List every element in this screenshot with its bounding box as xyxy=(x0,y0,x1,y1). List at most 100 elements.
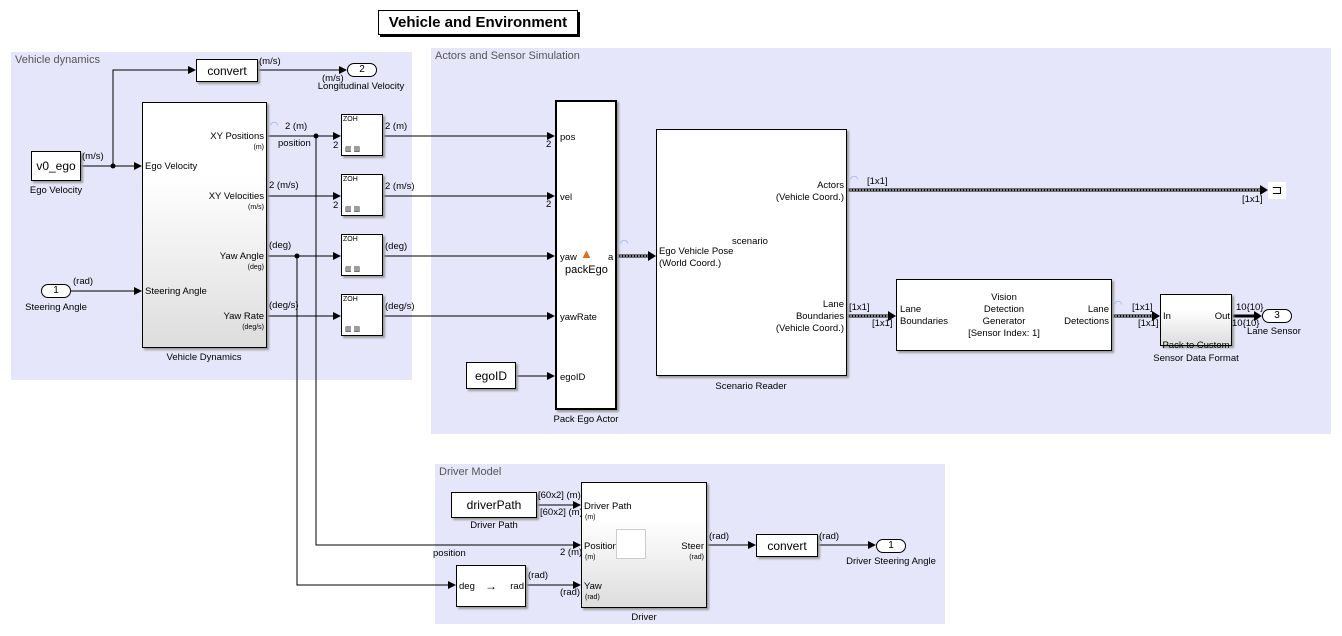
zoh-label: ZOH xyxy=(343,296,358,303)
signal-label: [1x1] xyxy=(872,318,893,329)
port-label: Yaw xyxy=(584,581,602,592)
signal-label: 2 (m/s) xyxy=(385,181,415,192)
scenario-reader-block[interactable]: scenario Ego Vehicle Pose (World Coord.)… xyxy=(656,129,847,376)
port-label: XY Velocities xyxy=(208,191,264,202)
signal-label: (deg) xyxy=(269,240,292,251)
port-label: Steering Angle xyxy=(145,286,207,297)
signal-label: (m/s) xyxy=(82,151,104,162)
zoh-block[interactable]: ZOH ▥ ▥ xyxy=(341,114,383,156)
port-label: Lane xyxy=(822,299,844,310)
port-label: XY Positions xyxy=(210,131,264,142)
block-label: Steering Angle xyxy=(25,302,87,313)
signal-label: 10{10} xyxy=(1232,318,1260,329)
port-unit: (m) xyxy=(585,554,596,561)
signal-label: 2 (m) xyxy=(560,547,583,558)
zoh-label: ZOH xyxy=(343,116,358,123)
pack-ego-actor-block[interactable]: pos vel yaw yawRate egoID a ▲ packEgo xyxy=(555,100,617,410)
port-unit: (m) xyxy=(585,514,596,521)
vehicle-dynamics-block[interactable]: Ego Velocity Steering Angle XY Positions… xyxy=(142,102,267,348)
port-label: (World Coord.) xyxy=(659,258,722,269)
terminator-block[interactable]: ⊐ xyxy=(1268,182,1286,199)
constant-v0-ego[interactable]: v0_ego xyxy=(31,151,81,181)
block-label: Scenario Reader xyxy=(715,381,787,392)
inport-steering-angle[interactable]: 1 xyxy=(41,284,71,298)
outport-driver-steering-angle[interactable]: 1 xyxy=(876,539,906,553)
signal-logging-icon: ◠ xyxy=(270,120,279,131)
port-label: pos xyxy=(560,132,576,143)
port-label: Lane xyxy=(1087,304,1109,315)
block-label: Driver Path xyxy=(470,520,518,531)
port-label: (Vehicle Coord.) xyxy=(775,323,844,334)
dim-label: 2 xyxy=(333,140,339,151)
port-unit: (m/s) xyxy=(248,204,264,211)
convert-block[interactable]: convert xyxy=(756,534,818,557)
port-label: Lane xyxy=(900,304,922,315)
signal-label: [60x2] (m) xyxy=(538,490,581,501)
vision-detection-generator-block[interactable]: Lane Boundaries Vision Detection Generat… xyxy=(896,279,1112,351)
port-unit: (deg/s) xyxy=(242,324,264,331)
buffer-icon: ▥ ▥ xyxy=(345,146,361,153)
port-label: Yaw Rate xyxy=(223,311,264,322)
driver-block[interactable]: Driver Path (m) Position (m) Yaw (rad) S… xyxy=(581,482,707,608)
port-unit: (m) xyxy=(253,144,265,151)
port-label: a xyxy=(608,252,614,263)
zoh-block[interactable]: ZOH▥ ▥ xyxy=(341,234,383,276)
port-label: Detections xyxy=(1064,316,1109,327)
buffer-icon: ▥ ▥ xyxy=(345,326,361,333)
port-label: Driver Path xyxy=(584,501,632,512)
port-label: rad xyxy=(510,581,524,592)
signal-logging-icon: ◠ xyxy=(850,174,859,185)
signal-label: (rad) xyxy=(528,570,549,581)
block-label: Sensor Data Format xyxy=(1153,353,1239,364)
constant-driverPath[interactable]: driverPath xyxy=(451,492,537,518)
block-label: Driver Steering Angle xyxy=(846,556,936,567)
deg-to-rad-block[interactable]: deg → rad xyxy=(456,565,526,607)
port-label: Actors xyxy=(817,180,844,191)
port-unit: (deg) xyxy=(247,264,264,271)
dim-label: 2 xyxy=(546,139,552,150)
pack-to-custom-block[interactable]: In Out xyxy=(1160,294,1232,346)
area-title: Vehicle dynamics xyxy=(15,54,100,66)
port-label: Position xyxy=(584,541,618,552)
buffer-icon: ▥ ▥ xyxy=(345,206,361,213)
block-text: Generator xyxy=(982,316,1026,327)
block-label: Vehicle Dynamics xyxy=(166,352,242,363)
port-label: yawRate xyxy=(560,312,597,323)
port-label: deg xyxy=(459,581,475,592)
signal-label: [1x1] xyxy=(1138,318,1159,329)
zoh-block[interactable]: ZOH▥ ▥ xyxy=(341,174,383,216)
signal-label: (m/s) xyxy=(259,56,281,67)
diagram-title: Vehicle and Environment xyxy=(378,10,578,35)
signal-label: [60x2] (m) xyxy=(540,507,583,518)
area-title: Actors and Sensor Simulation xyxy=(435,50,580,62)
port-label: Yaw Angle xyxy=(219,251,264,262)
outport-longitudinal-velocity[interactable]: 2 xyxy=(347,63,377,77)
signal-label: [1x1] xyxy=(1132,302,1153,313)
signal-label: (rad) xyxy=(73,276,94,287)
function-name: packEgo xyxy=(565,264,608,276)
matlab-icon: ▲ xyxy=(580,246,593,261)
zoh-block[interactable]: ZOH ▥ ▥ xyxy=(341,294,383,336)
signal-label: 2 (m) xyxy=(285,121,308,132)
signal-label: 2 (m/s) xyxy=(269,180,299,191)
block-label: Ego Velocity xyxy=(29,185,83,196)
buffer-icon: ▥ ▥ xyxy=(345,266,361,273)
dim-label: 2 xyxy=(546,199,552,210)
outport-lane-sensor[interactable]: 3 xyxy=(1262,309,1292,323)
signal-label: [1x1] xyxy=(867,176,888,187)
signal-name: position xyxy=(433,548,466,559)
port-unit: (rad) xyxy=(585,594,600,601)
signal-logging-icon: ◠ xyxy=(620,238,629,249)
port-label: vel xyxy=(560,192,573,203)
signal-label: (deg/s) xyxy=(385,301,415,312)
block-text: Vision xyxy=(991,292,1017,303)
convert-block[interactable]: convert xyxy=(196,59,258,82)
port-unit: (rad) xyxy=(689,554,704,561)
port-label: Out xyxy=(1214,311,1230,322)
port-label: Boundaries xyxy=(900,316,949,327)
block-label: Driver xyxy=(631,612,657,623)
arrow-right-icon: → xyxy=(485,579,497,593)
constant-egoID[interactable]: egoID xyxy=(466,362,516,389)
port-label: egoID xyxy=(560,372,586,383)
